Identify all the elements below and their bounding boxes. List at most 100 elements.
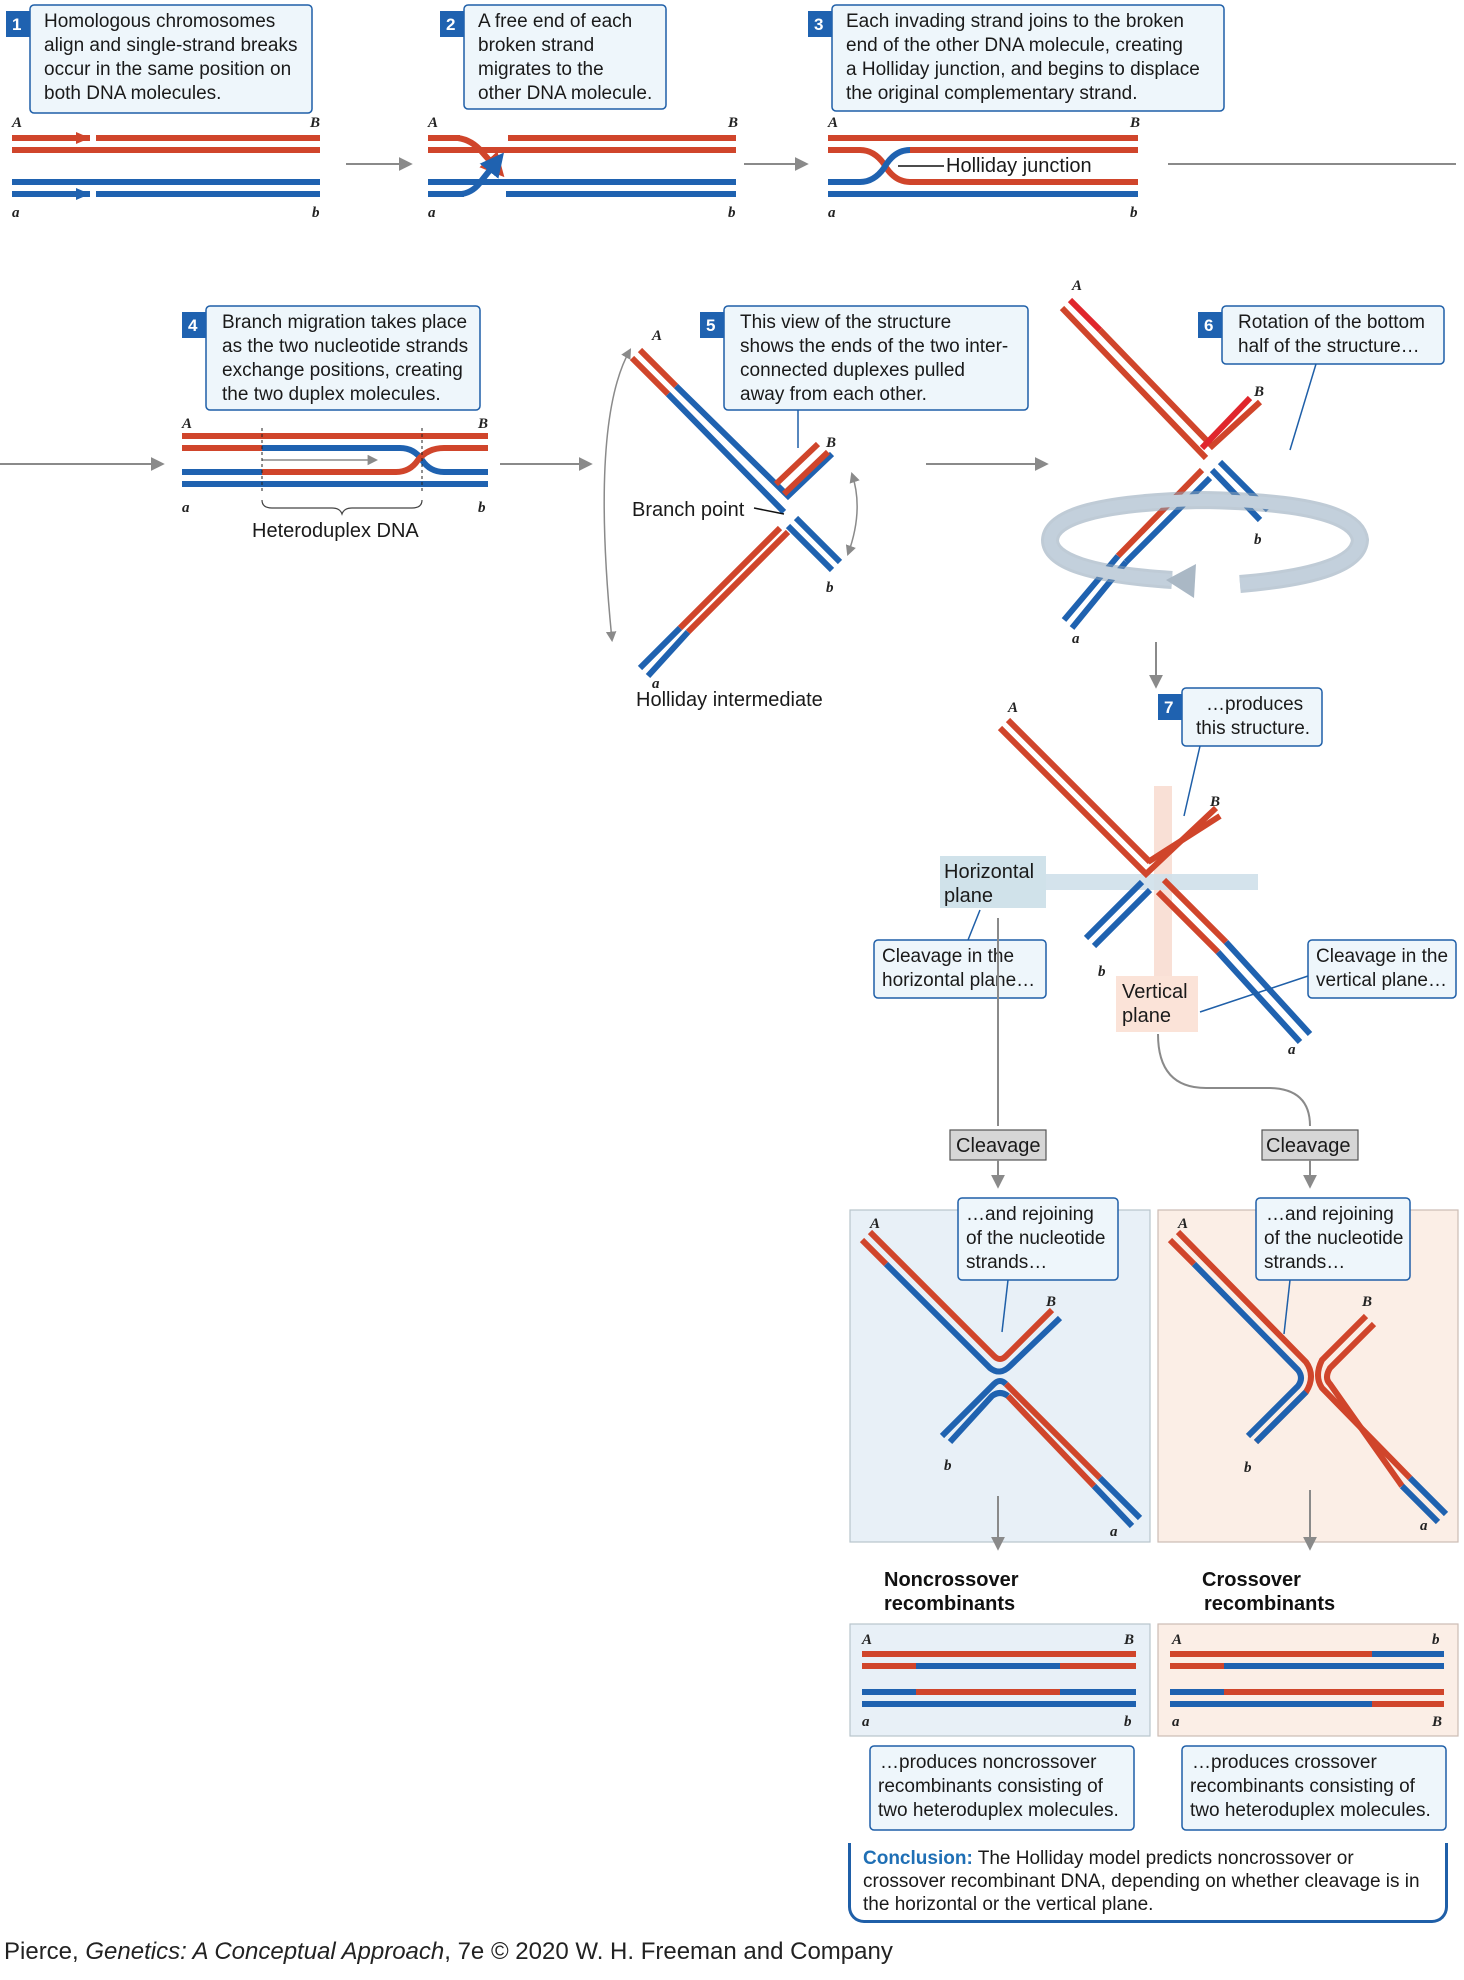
cleavage-vertical-callout: Cleavage in the vertical plane… [1199, 939, 1457, 1013]
heteroduplex-label: Heteroduplex DNA [252, 520, 419, 542]
vertical-plane-label-2: plane [1122, 1005, 1171, 1027]
noncrossover-result: A B a b [849, 1623, 1151, 1737]
horizontal-plane-label-2: plane [944, 885, 993, 907]
crossover-result: A b a B [1157, 1623, 1459, 1737]
step-1-dna: A B a b [11, 115, 320, 221]
end-label-B: B [1361, 1294, 1372, 1310]
step-4-callout: 4 Branch migration takes place as the tw… [182, 305, 481, 411]
produces-cross-line-3: two heteroduplex molecules. [1190, 1800, 1431, 1821]
end-label-A: A [1177, 1216, 1188, 1232]
step-2-callout: 2 A free end of each broken strand migra… [440, 4, 667, 110]
cleavage-h-line-2: horizontal plane… [882, 970, 1035, 991]
step-5-line-3: connected duplexes pulled [740, 360, 965, 381]
step-7-line-2: this structure. [1196, 718, 1310, 739]
vertical-plane-label-1: Vertical [1122, 981, 1188, 1003]
crossover-title-1: Crossover [1202, 1569, 1301, 1591]
end-label-a: a [1110, 1524, 1118, 1540]
step-3-line-4: the original complementary strand. [846, 83, 1137, 104]
step-2-line-2: broken strand [478, 35, 594, 56]
conclusion-box: Conclusion: The Holliday model predicts … [848, 1843, 1448, 1923]
cleavage-v-line-2: vertical plane… [1316, 970, 1447, 991]
produces-cross-line-2: recombinants consisting of [1190, 1776, 1416, 1797]
step-1-line-4: both DNA molecules. [44, 83, 221, 104]
rejoin-left-line-2: of the nucleotide [966, 1228, 1105, 1249]
horizontal-plane-label-1: Horizontal [944, 861, 1034, 883]
footer-credit: Pierce, Genetics: A Conceptual Approach,… [4, 1938, 893, 1966]
cleavage-box-right: Cleavage [1261, 1129, 1359, 1161]
end-label-A: A [181, 416, 192, 432]
step-3-line-2: end of the other DNA molecule, creating [846, 35, 1183, 56]
end-label-A: A [869, 1216, 880, 1232]
step-6-line-1: Rotation of the bottom [1238, 312, 1425, 333]
end-label-b: b [478, 500, 486, 516]
rotated-structure: A B b a [997, 700, 1313, 1058]
holliday-intermediate-structure: A B b a Branch point Holliday intermedia… [603, 328, 860, 711]
step-2-dna: A B a b [427, 115, 738, 221]
end-label-b: b [1254, 532, 1262, 548]
produces-non-line-1: …produces noncrossover [880, 1752, 1097, 1773]
end-label-B: B [1431, 1714, 1442, 1730]
end-label-a: a [428, 205, 436, 221]
footer-author: Pierce, [4, 1938, 86, 1965]
end-label-A: A [1171, 1632, 1182, 1648]
produces-non-line-3: two heteroduplex molecules. [878, 1800, 1119, 1821]
step-2-line-3: migrates to the [478, 59, 604, 80]
end-label-A: A [651, 328, 662, 344]
rejoin-right-line-1: …and rejoining [1266, 1204, 1394, 1225]
end-label-a: a [182, 500, 190, 516]
end-label-a: a [862, 1714, 870, 1730]
end-label-B: B [1253, 384, 1264, 400]
step-5-line-1: This view of the structure [740, 312, 951, 333]
step-2-line-4: other DNA molecule. [478, 83, 652, 104]
end-label-A: A [11, 115, 22, 131]
end-label-b: b [944, 1458, 952, 1474]
produces-cross-line-1: …produces crossover [1192, 1752, 1377, 1773]
step-1-line-3: occur in the same position on [44, 59, 291, 80]
rejoin-left-line-1: …and rejoining [966, 1204, 1094, 1225]
conclusion-text: The Holliday model predicts noncrossover… [863, 1848, 1420, 1915]
end-label-B: B [1209, 794, 1220, 810]
end-label-B: B [309, 115, 320, 131]
step-1-number: 1 [12, 15, 21, 34]
end-label-a: a [1420, 1518, 1428, 1534]
step-5-line-2: shows the ends of the two inter- [740, 336, 1008, 357]
step-1-line-2: align and single-strand breaks [44, 35, 298, 56]
end-label-b: b [728, 205, 736, 221]
branch-point-label: Branch point [632, 499, 745, 521]
end-label-A: A [427, 115, 438, 131]
end-label-a: a [1172, 1714, 1180, 1730]
holliday-junction-label: Holliday junction [946, 155, 1092, 177]
flow-line-v [1157, 1033, 1311, 1127]
end-label-a: a [652, 676, 660, 692]
footer-book: Genetics: A Conceptual Approach [85, 1938, 445, 1965]
end-label-a: a [12, 205, 20, 221]
step-3-number: 3 [814, 15, 823, 34]
step-4-line-1: Branch migration takes place [222, 312, 467, 333]
cleavage-label-right: Cleavage [1266, 1135, 1351, 1157]
end-label-A: A [1007, 700, 1018, 716]
step-4-number: 4 [188, 316, 198, 335]
step-2-number: 2 [446, 15, 455, 34]
crossover-title-2: recombinants [1204, 1593, 1335, 1615]
step-7-number: 7 [1164, 698, 1173, 717]
footer-rest: , 7e © 2020 W. H. Freeman and Company [444, 1938, 893, 1965]
end-label-B: B [1045, 1294, 1056, 1310]
rejoin-right-line-2: of the nucleotide [1264, 1228, 1403, 1249]
step-6-callout: 6 Rotation of the bottom half of the str… [1198, 305, 1445, 451]
end-label-B: B [825, 435, 836, 451]
end-label-b: b [1098, 964, 1106, 980]
end-label-A: A [1071, 278, 1082, 294]
rejoin-left-line-3: strands… [966, 1252, 1047, 1273]
rotation-structure: A B b a [1040, 278, 1370, 647]
step-3-line-3: a Holliday junction, and begins to displ… [846, 59, 1200, 80]
step-3-dna: A B Holliday junction a b [827, 115, 1140, 221]
crossover-panel: …and rejoining of the nucleotide strands… [1157, 1197, 1459, 1543]
rejoin-right-line-3: strands… [1264, 1252, 1345, 1273]
step-6-line-2: half of the structure… [1238, 336, 1420, 357]
end-label-B: B [477, 416, 488, 432]
holliday-intermediate-label: Holliday intermediate [636, 689, 823, 711]
cleavage-box-left: Cleavage [949, 1129, 1047, 1161]
end-label-B: B [727, 115, 738, 131]
